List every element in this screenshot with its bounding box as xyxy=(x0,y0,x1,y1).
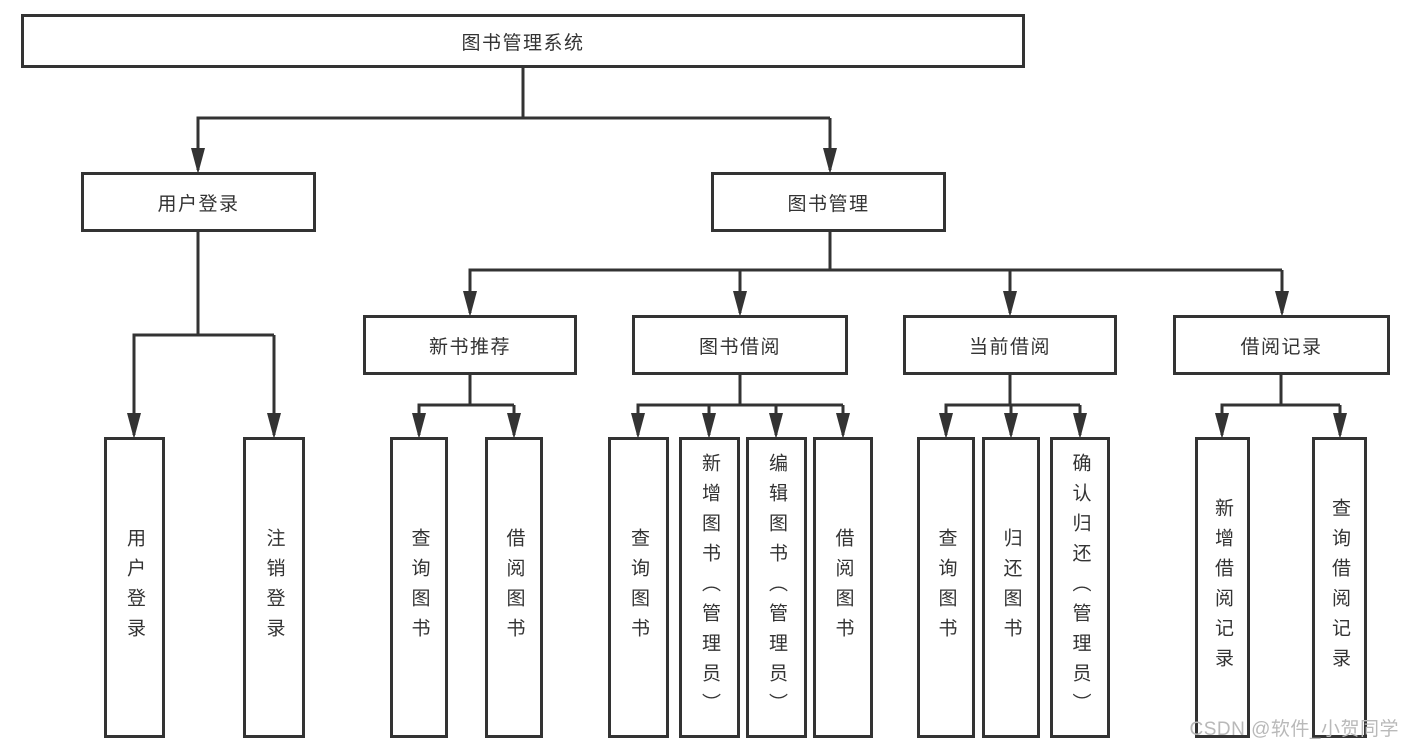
node-book-management-label: 图书管理 xyxy=(787,193,870,215)
connector-borrow-records-children xyxy=(1220,375,1342,435)
connector-new-book-recommend-children xyxy=(417,375,516,435)
node-leaf-query-books-2-label: 查询图书 xyxy=(628,527,649,648)
node-leaf-query-borrow-record: 查询借阅记录 xyxy=(1312,437,1367,738)
node-root: 图书管理系统 xyxy=(21,14,1025,68)
node-leaf-edit-books-admin-label: 编辑图书（管理员） xyxy=(766,452,787,723)
node-root-label: 图书管理系统 xyxy=(461,32,585,54)
node-leaf-borrow-books-1: 借阅图书 xyxy=(485,437,543,738)
connector-book-management-children xyxy=(468,232,1284,313)
node-leaf-confirm-return-admin: 确认归还（管理员） xyxy=(1050,437,1110,738)
node-leaf-borrow-books-1-label: 借阅图书 xyxy=(503,527,525,648)
node-leaf-edit-books-admin: 编辑图书（管理员） xyxy=(746,437,807,738)
node-leaf-query-books-2: 查询图书 xyxy=(608,437,669,738)
connector-root-to-level2 xyxy=(196,68,832,170)
node-leaf-user-login: 用户登录 xyxy=(104,437,165,738)
node-current-borrow-label: 当前借阅 xyxy=(968,336,1051,358)
node-leaf-return-books-label: 归还图书 xyxy=(1000,527,1022,648)
node-leaf-add-borrow-record: 新增借阅记录 xyxy=(1195,437,1250,738)
node-new-book-recommend-label: 新书推荐 xyxy=(428,336,511,358)
node-book-borrow-label: 图书借阅 xyxy=(698,336,781,358)
node-leaf-return-books: 归还图书 xyxy=(982,437,1040,738)
node-leaf-query-books-1-label: 查询图书 xyxy=(408,527,430,648)
node-leaf-user-login-label: 用户登录 xyxy=(124,527,145,648)
arrowheads xyxy=(127,148,1347,439)
node-borrow-records-label: 借阅记录 xyxy=(1240,336,1323,358)
node-leaf-add-books-admin-label: 新增图书（管理员） xyxy=(699,452,720,723)
node-leaf-query-books-3-label: 查询图书 xyxy=(935,527,957,648)
node-leaf-borrow-books-2-label: 借阅图书 xyxy=(832,527,854,648)
node-new-book-recommend: 新书推荐 xyxy=(363,315,577,375)
node-leaf-logout: 注销登录 xyxy=(243,437,305,738)
node-current-borrow: 当前借阅 xyxy=(903,315,1117,375)
node-book-management: 图书管理 xyxy=(711,172,946,232)
node-user-login: 用户登录 xyxy=(81,172,316,232)
node-book-borrow: 图书借阅 xyxy=(632,315,848,375)
node-leaf-query-books-1: 查询图书 xyxy=(390,437,448,738)
node-leaf-query-borrow-record-label: 查询借阅记录 xyxy=(1329,497,1350,678)
node-user-login-label: 用户登录 xyxy=(157,193,240,215)
node-leaf-add-books-admin: 新增图书（管理员） xyxy=(679,437,740,738)
watermark: CSDN @软件_小贺同学 xyxy=(1189,719,1399,740)
node-leaf-logout-label: 注销登录 xyxy=(263,527,285,648)
node-leaf-query-books-3: 查询图书 xyxy=(917,437,975,738)
node-leaf-borrow-books-2: 借阅图书 xyxy=(813,437,873,738)
node-leaf-confirm-return-admin-label: 确认归还（管理员） xyxy=(1069,452,1091,723)
node-leaf-add-borrow-record-label: 新增借阅记录 xyxy=(1212,497,1233,678)
connector-book-borrow-children xyxy=(636,375,845,435)
connector-user-login-children xyxy=(132,232,276,435)
node-borrow-records: 借阅记录 xyxy=(1173,315,1390,375)
